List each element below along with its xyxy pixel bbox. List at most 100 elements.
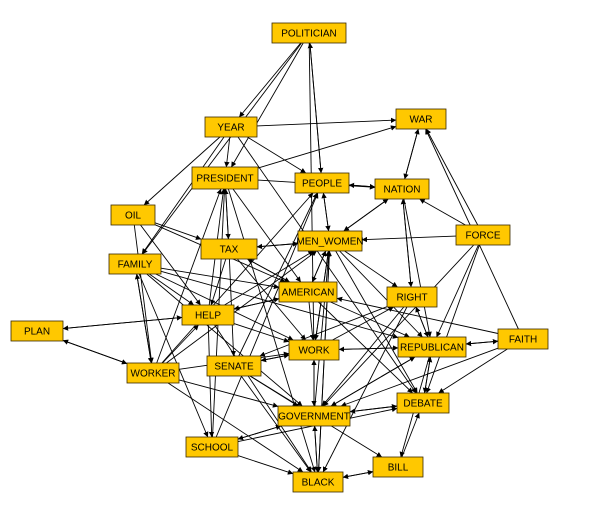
node-box xyxy=(200,238,258,260)
node-war[interactable]: WAR xyxy=(395,108,447,130)
node-bill[interactable]: BILL xyxy=(372,456,424,478)
edge-help-to-black xyxy=(214,324,312,473)
node-faith[interactable]: FAITH xyxy=(497,328,549,350)
edge-worker-to-black xyxy=(167,382,304,473)
edge-american-to-work xyxy=(308,301,316,341)
node-box xyxy=(206,355,262,377)
edge-right-to-senate xyxy=(259,306,388,357)
edge-faith-to-american xyxy=(336,296,499,334)
edge-right-to-nation xyxy=(400,198,412,288)
node-help[interactable]: HELP xyxy=(181,304,235,326)
edge-men_women-to-debate xyxy=(335,250,418,394)
edge-year-to-war xyxy=(256,117,397,127)
edge-worker-to-plan xyxy=(62,339,128,365)
edge-people-to-politician xyxy=(307,42,322,174)
node-label: MEN_WOMEN xyxy=(296,237,363,248)
edge-year-to-debate xyxy=(237,136,417,394)
edge-nation-to-men_women xyxy=(343,198,389,232)
node-nation[interactable]: NATION xyxy=(374,178,430,200)
node-box xyxy=(271,22,347,44)
edge-black-to-bill xyxy=(342,469,374,478)
edge-government-to-debate xyxy=(349,404,398,413)
edge-tax-to-work xyxy=(237,258,306,341)
edge-family-to-help xyxy=(149,273,194,306)
edge-plan-to-help xyxy=(62,315,183,330)
edge-people-to-men_women xyxy=(322,192,331,232)
edge-right-to-black xyxy=(322,306,408,473)
node-president[interactable]: PRESIDENT xyxy=(191,166,259,190)
edge-politician-to-year xyxy=(238,42,302,118)
node-label: FAMILY xyxy=(118,260,153,271)
node-label: REPUBLICAN xyxy=(400,343,464,354)
node-worker[interactable]: WORKER xyxy=(126,362,180,384)
node-label: OIL xyxy=(125,211,142,222)
node-box xyxy=(181,304,235,326)
edge-force-to-republican xyxy=(436,244,479,338)
edge-work-to-right xyxy=(332,306,394,341)
node-black[interactable]: BLACK xyxy=(292,471,344,493)
edge-republican-to-work xyxy=(338,346,399,352)
node-year[interactable]: YEAR xyxy=(204,116,258,138)
edge-year-to-people xyxy=(247,136,307,174)
edge-layer xyxy=(62,42,519,480)
node-box xyxy=(396,392,450,414)
node-label: DEBATE xyxy=(403,399,443,410)
node-label: POLITICIAN xyxy=(281,29,337,40)
node-tax[interactable]: TAX xyxy=(200,238,258,260)
node-label: FAITH xyxy=(509,335,537,346)
edge-tax-to-help xyxy=(210,258,227,306)
edge-year-to-president xyxy=(224,136,231,168)
edge-tax-to-president xyxy=(223,188,229,240)
node-box xyxy=(292,471,344,493)
node-family[interactable]: FAMILY xyxy=(108,253,162,275)
node-label: PLAN xyxy=(24,327,50,338)
edge-men_women-to-american xyxy=(311,250,327,283)
node-box xyxy=(278,281,338,303)
node-oil[interactable]: OIL xyxy=(110,204,156,226)
edge-american-to-help xyxy=(233,298,280,311)
edge-force-to-men_women xyxy=(361,235,457,243)
node-label: BLACK xyxy=(302,478,335,489)
node-work[interactable]: WORK xyxy=(288,339,340,361)
node-label: AMERICAN xyxy=(282,288,335,299)
edge-school-to-black xyxy=(237,455,294,475)
edge-men_women-to-republican xyxy=(339,250,423,338)
edge-family-to-school xyxy=(138,273,209,438)
edge-worker-to-government xyxy=(178,379,279,408)
node-box xyxy=(455,224,511,246)
node-plan[interactable]: PLAN xyxy=(10,320,64,342)
edge-president-to-war xyxy=(257,125,397,169)
node-label: RIGHT xyxy=(396,293,427,304)
node-government[interactable]: GOVERNMENT xyxy=(277,405,351,427)
edge-year-to-family xyxy=(141,136,225,255)
node-republican[interactable]: REPUBLICAN xyxy=(397,336,467,358)
edge-black-to-government xyxy=(312,425,318,473)
node-right[interactable]: RIGHT xyxy=(386,286,438,308)
edge-help-to-men_women xyxy=(224,250,314,306)
node-label: SCHOOL xyxy=(191,443,234,454)
node-politician[interactable]: POLITICIAN xyxy=(271,22,347,44)
edge-republican-to-right xyxy=(415,306,429,338)
node-men_women[interactable]: MEN_WOMEN xyxy=(296,230,364,252)
node-school[interactable]: SCHOOL xyxy=(185,436,239,458)
edge-nation-to-republican xyxy=(403,198,432,338)
node-people[interactable]: PEOPLE xyxy=(294,172,350,194)
edge-help-to-school xyxy=(207,324,215,438)
node-force[interactable]: FORCE xyxy=(455,224,511,246)
node-label: WAR xyxy=(410,115,433,126)
edge-republican-to-debate xyxy=(422,356,431,394)
node-box xyxy=(108,253,162,275)
edge-republican-to-faith xyxy=(465,338,499,345)
edge-president-to-american xyxy=(232,188,302,283)
node-label: GOVERNMENT xyxy=(278,412,350,423)
node-senate[interactable]: SENATE xyxy=(206,355,262,377)
node-american[interactable]: AMERICAN xyxy=(278,281,338,303)
edge-force-to-nation xyxy=(419,198,466,226)
edge-help-to-work xyxy=(233,323,290,343)
edge-year-to-oil xyxy=(143,136,221,206)
node-box xyxy=(374,178,430,200)
edge-worker-to-president xyxy=(156,188,222,364)
node-debate[interactable]: DEBATE xyxy=(396,392,450,414)
edge-men_women-to-right xyxy=(344,250,398,288)
